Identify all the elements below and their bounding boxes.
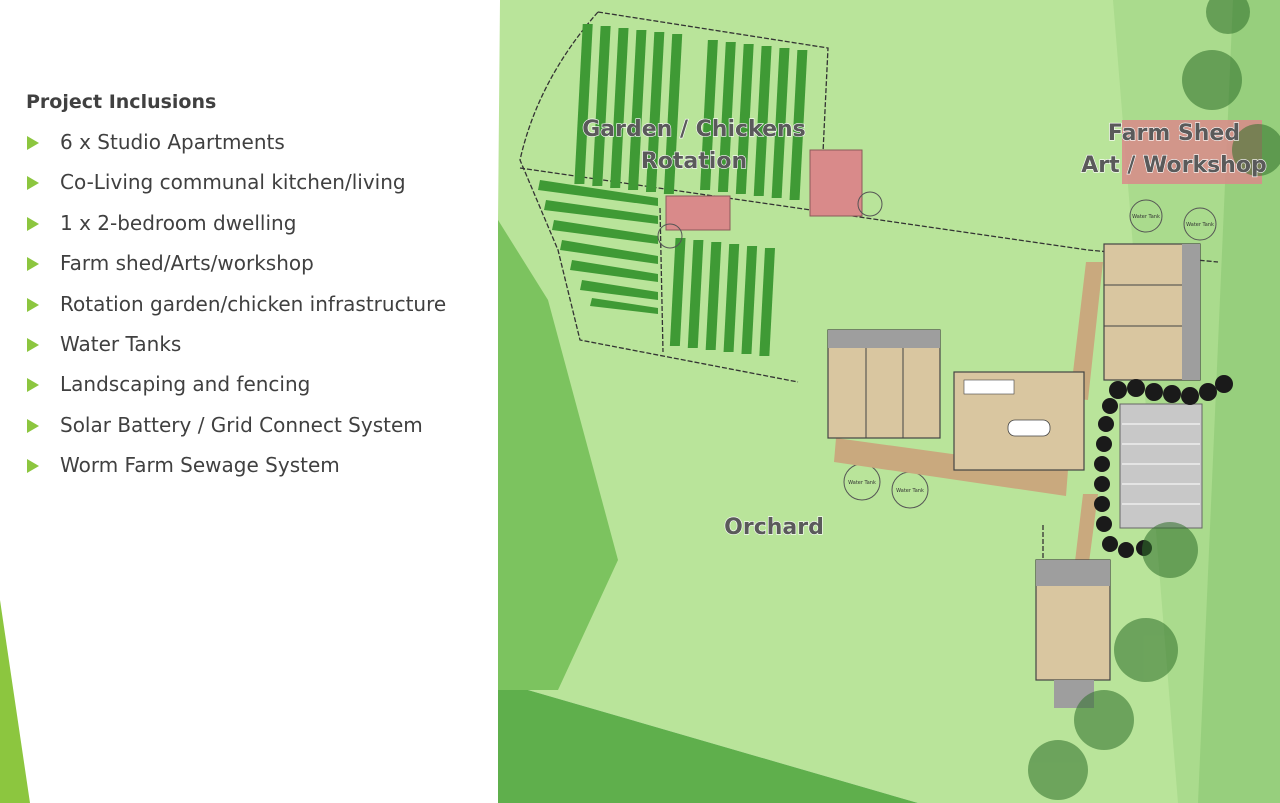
list-item: Rotation garden/chicken infrastructure — [26, 290, 496, 330]
water-tank-label: Water Tank — [848, 480, 876, 486]
farm-shed-label: Farm Shed — [1108, 121, 1240, 146]
right-triangle-icon — [27, 418, 39, 433]
site-plan-image: Garden / Chickens Rotation Farm Shed Art… — [498, 0, 1280, 803]
garden-beds — [538, 24, 808, 356]
communal-building — [953, 371, 1085, 471]
water-tank-label: Water Tank — [1186, 222, 1214, 228]
parking-lines — [1122, 423, 1200, 505]
list-item: Farm shed/Arts/workshop — [26, 249, 496, 289]
left-accent-shape — [0, 600, 30, 803]
project-inclusions-panel: Project Inclusions 6 x Studio Apartments… — [26, 88, 496, 492]
water-tank-label: Water Tank — [1132, 214, 1160, 220]
studio-apartments — [827, 243, 1201, 439]
right-triangle-icon — [27, 136, 39, 150]
slide-heading: Project Inclusions — [26, 91, 217, 113]
outline-trees — [1028, 0, 1280, 800]
list-item: Worm Farm Sewage System — [26, 451, 496, 491]
chicken-coop — [665, 195, 731, 231]
parking-area — [1119, 403, 1203, 529]
list-item: Co-Living communal kitchen/living — [26, 168, 496, 208]
chicken-coop — [809, 149, 863, 217]
garden-label-line2: Rotation — [641, 149, 747, 174]
right-triangle-icon — [27, 459, 39, 474]
water-tanks — [657, 191, 1217, 509]
inclusions-list: 6 x Studio Apartments Co-Living communal… — [26, 128, 496, 492]
right-triangle-icon — [27, 216, 39, 231]
paths — [834, 262, 1103, 570]
list-item: 1 x 2-bedroom dwelling — [26, 209, 496, 249]
water-tank-label: Water Tank — [896, 488, 924, 494]
right-triangle-icon — [27, 257, 39, 272]
list-item-text: Worm Farm Sewage System — [60, 453, 340, 478]
grass-dark-area — [498, 220, 918, 803]
right-triangle-icon — [27, 297, 39, 312]
list-item: 6 x Studio Apartments — [26, 128, 496, 168]
right-triangle-icon — [27, 337, 39, 352]
list-item-text: 1 x 2-bedroom dwelling — [60, 210, 297, 235]
road-strip-edge — [1198, 0, 1280, 803]
right-triangle-icon — [27, 176, 39, 191]
list-item-text: Solar Battery / Grid Connect System — [60, 412, 423, 437]
orchard-label: Orchard — [724, 515, 824, 540]
right-triangle-icon — [27, 378, 39, 393]
list-item: Solar Battery / Grid Connect System — [26, 411, 496, 451]
list-item: Landscaping and fencing — [26, 370, 496, 410]
list-item-text: Rotation garden/chicken infrastructure — [60, 291, 447, 316]
list-item-text: 6 x Studio Apartments — [60, 130, 285, 154]
list-item-text: Farm shed/Arts/workshop — [60, 251, 314, 276]
garden-label: Garden / Chickens — [582, 117, 806, 142]
grass-mid-band — [498, 220, 618, 690]
list-item-text: Water Tanks — [60, 331, 182, 356]
list-item-text: Landscaping and fencing — [60, 372, 311, 397]
two-bedroom-dwelling — [1035, 559, 1111, 708]
list-item: Water Tanks — [26, 330, 496, 370]
list-item-text: Co-Living communal kitchen/living — [60, 170, 406, 195]
farm-shed-label-line2: Art / Workshop — [1081, 153, 1266, 178]
